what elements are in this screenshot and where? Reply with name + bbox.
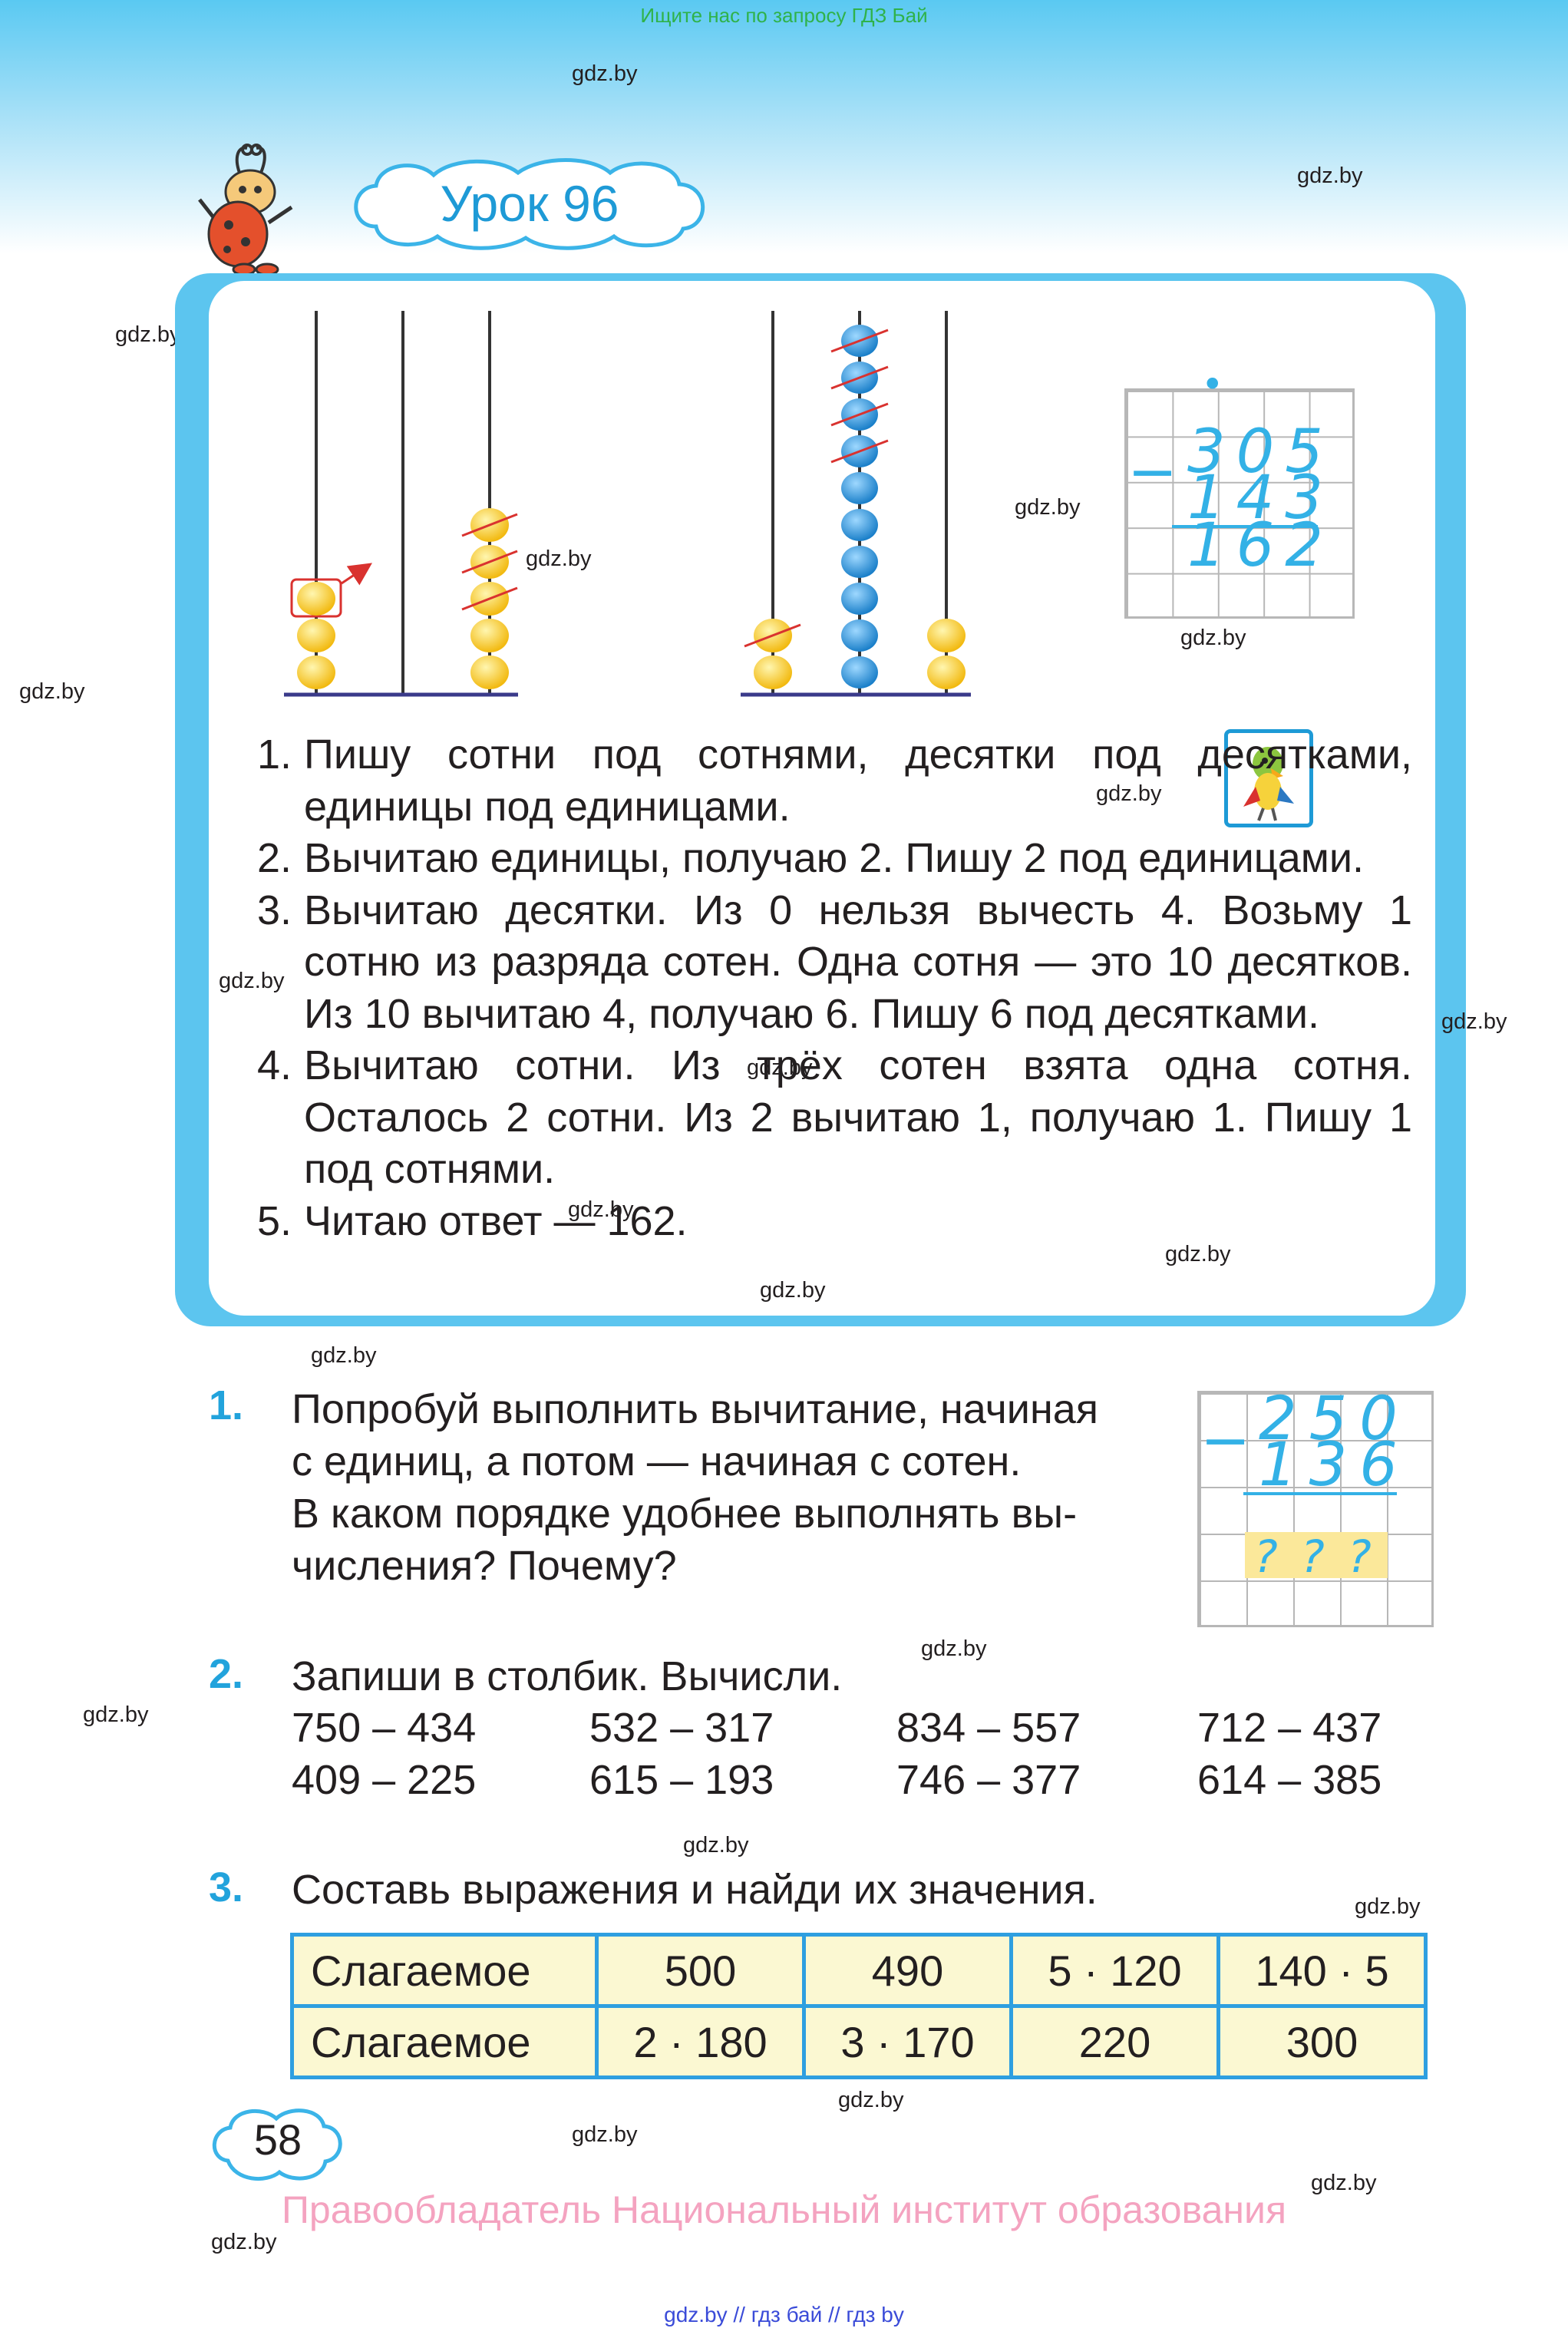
expression: 746 – 377 <box>896 1757 1081 1803</box>
abacus-before <box>284 311 518 697</box>
page-number-cloud-shape <box>212 2108 342 2181</box>
addends-table: Слагаемое 500 490 5 · 120 140 · 5 Слагае… <box>290 1933 1428 2079</box>
table-cell: 3 · 170 <box>802 2004 1013 2079</box>
title-cloud-shape <box>354 158 705 250</box>
table-cell: 5 · 120 <box>1009 1933 1220 2008</box>
watermark: gdz.by <box>1165 1242 1231 1266</box>
task-2-number: 2. <box>209 1651 244 1697</box>
expression: 409 – 225 <box>292 1757 477 1803</box>
watermark: gdz.by <box>19 679 85 704</box>
ladybug-mascot-icon <box>198 144 293 276</box>
watermark: gdz.by <box>83 1702 149 1727</box>
watermark: gdz.by <box>568 1197 634 1222</box>
unknown-digit: ? <box>1348 1531 1372 1583</box>
unknown-digit: ? <box>1254 1531 1278 1583</box>
watermark: gdz.by <box>683 1833 749 1858</box>
abacus-after <box>741 311 971 697</box>
unknown-digit: ? <box>1301 1531 1325 1583</box>
minus-sign: − <box>1127 438 1178 507</box>
page-number: 58 <box>253 2115 302 2164</box>
expression: 615 – 193 <box>589 1757 774 1803</box>
task-1-calc-grid <box>1197 1391 1434 1627</box>
step-item: 1.Пишу сотни под сотнями, десятки под де… <box>256 731 1412 830</box>
watermark: gdz.by <box>1355 1894 1421 1919</box>
watermark: gdz.by <box>1180 626 1246 650</box>
watermark: gdz.by <box>311 1343 377 1368</box>
watermark: gdz.by <box>747 1055 813 1080</box>
watermark: gdz.by <box>219 969 285 993</box>
task-3-number: 3. <box>209 1864 244 1910</box>
task-1-number: 1. <box>209 1382 244 1428</box>
table-row: Слагаемое 2 · 180 3 · 170 220 300 <box>290 2004 1428 2079</box>
watermark: gdz.by <box>760 1278 826 1303</box>
subtrahend: 136 <box>1259 1431 1410 1500</box>
top-banner[interactable]: Ищите нас по запросу ГДЗ Бай <box>640 4 928 27</box>
table-cell: 500 <box>595 1933 806 2008</box>
watermark: gdz.by <box>1297 163 1363 188</box>
watermark: gdz.by <box>526 547 592 571</box>
expression: 834 – 557 <box>896 1705 1081 1751</box>
expression: 750 – 434 <box>292 1705 477 1751</box>
watermark: gdz.by <box>572 2122 638 2147</box>
example-calc: • − 305 143 162 <box>1124 362 1355 619</box>
expression: 712 – 437 <box>1197 1705 1382 1751</box>
step-item: 2.Вычитаю единицы, получаю 2. Пишу 2 под… <box>256 835 1365 881</box>
watermark: gdz.by <box>838 2088 904 2112</box>
step-item: 4.Вычитаю сотни. Из трёх сотен взята одн… <box>256 1042 1412 1192</box>
watermark: gdz.by <box>211 2230 277 2254</box>
table-cell: 300 <box>1216 2004 1428 2079</box>
row-label: Слагаемое <box>290 1933 599 2008</box>
table-cell: 2 · 180 <box>595 2004 806 2079</box>
parrot-hint-icon <box>1224 729 1313 827</box>
expression: 614 – 385 <box>1197 1757 1382 1803</box>
minuend: 250 <box>1259 1385 1410 1454</box>
difference: 162 <box>1187 511 1334 580</box>
task-1-text: Попробуй выполнить вычитание, начиная с … <box>292 1386 1099 1589</box>
task-2-text: Запиши в столбик. Вычисли. <box>292 1653 843 1699</box>
footer-links[interactable]: gdz.by // гдз бай // гдз by <box>664 2303 904 2326</box>
step-item: 3.Вычитаю десятки. Из 0 нельзя вычесть 4… <box>256 887 1412 1037</box>
table-cell: 220 <box>1009 2004 1220 2079</box>
watermark: gdz.by <box>1311 2171 1377 2195</box>
task-3-text: Составь выражения и найди их значения. <box>292 1867 1098 1913</box>
expression: 532 – 317 <box>589 1705 774 1751</box>
table-cell: 490 <box>802 1933 1013 2008</box>
row-label: Слагаемое <box>290 2004 599 2079</box>
steps-list: 1.Пишу сотни под сотнями, десятки под де… <box>230 729 1412 1247</box>
subtrahend: 143 <box>1187 464 1334 533</box>
result-line <box>1243 1492 1397 1495</box>
watermark: gdz.by <box>921 1636 987 1661</box>
copyright-notice: Правообладатель Национальный институт об… <box>281 2188 1287 2231</box>
watermark: gdz.by <box>1015 495 1081 520</box>
watermark: gdz.by <box>572 61 638 86</box>
task-1-calc: − 250 136 ? ? ? <box>1197 1385 1434 1627</box>
minuend: 305 <box>1187 418 1334 487</box>
minus-sign: − <box>1200 1406 1251 1475</box>
result-line <box>1172 525 1318 528</box>
borrow-dot: • <box>1201 362 1224 407</box>
lesson-title: Урок 96 <box>440 175 619 232</box>
step-item: 5.Читаю ответ — 162. <box>256 1197 688 1244</box>
table-cell: 140 · 5 <box>1216 1933 1428 2008</box>
watermark: gdz.by <box>1096 781 1162 806</box>
example-calc-grid <box>1124 388 1355 619</box>
watermark: gdz.by <box>115 322 181 347</box>
table-row: Слагаемое 500 490 5 · 120 140 · 5 <box>290 1933 1428 2008</box>
watermark: gdz.by <box>1441 1009 1507 1034</box>
answer-cells-highlight <box>1245 1532 1388 1578</box>
